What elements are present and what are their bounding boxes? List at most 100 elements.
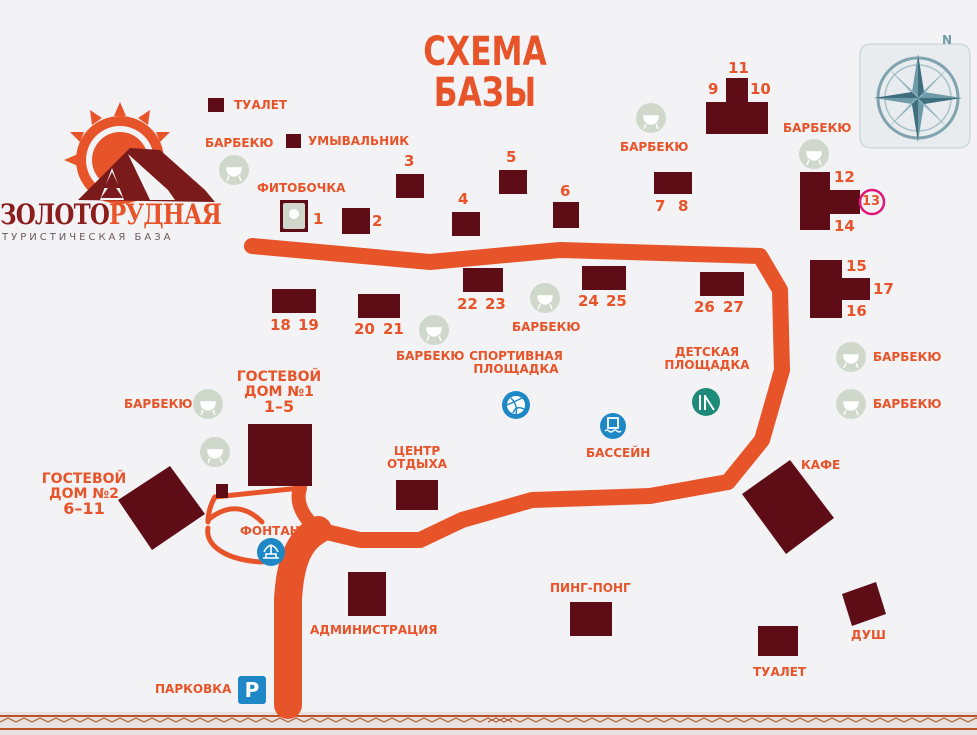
- fountain-icon: [257, 538, 285, 566]
- guest-house-2-line-2: ДОМ №2: [49, 485, 119, 502]
- bbq-label-6: БАРБЕКЮ: [873, 350, 942, 364]
- buildings: [118, 78, 886, 656]
- bbq-label-8: БАРБЕКЮ: [124, 397, 193, 411]
- bbq-icon: [219, 155, 249, 185]
- cabin-number: 24: [578, 292, 599, 310]
- guest-house-2-line-3: 6–11: [63, 499, 105, 519]
- highlight-ring: [858, 188, 886, 216]
- cabin-20-21: [358, 294, 400, 318]
- rest-center-line-1: ЦЕНТР: [393, 444, 441, 458]
- bbq-icon: [799, 139, 829, 169]
- cabin-number: 11: [728, 59, 749, 77]
- rest-center: [396, 480, 438, 510]
- cabin-number: 14: [834, 217, 855, 235]
- cabin-9-11: [706, 78, 768, 134]
- title-line-1: СХЕМА: [423, 29, 547, 75]
- guest-house-1-line-2: ДОМ №1: [244, 383, 314, 400]
- parking-sign-letter: P: [244, 678, 260, 702]
- cabin-number-highlighted: 13: [862, 194, 881, 209]
- fountain-label: ФОНТАН: [240, 524, 300, 538]
- cabin-number: 4: [458, 190, 469, 208]
- cabin-4: [452, 212, 480, 236]
- brand-part-1: ЗОЛОТО: [0, 198, 110, 231]
- bbq-icon: [836, 342, 866, 372]
- bbq-icon: [636, 103, 666, 133]
- cabin-number: 3: [404, 152, 415, 170]
- cabin-number: 5: [506, 148, 517, 166]
- bbq-icon: [193, 389, 223, 419]
- bbq-label-1: БАРБЕКЮ: [205, 136, 274, 150]
- cabin-number: 16: [846, 302, 867, 320]
- bottom-border: [0, 712, 977, 735]
- pool-label: БАССЕЙН: [586, 446, 651, 460]
- guest-house-1-label: ГОСТЕВОЙ ДОМ №1 1–5: [232, 370, 326, 416]
- bbq-label-2: БАРБЕКЮ: [620, 140, 689, 154]
- cabin-number: 17: [873, 280, 894, 298]
- cabin-number: 18: [270, 316, 291, 334]
- bbq-icon: [530, 283, 560, 313]
- bbq-icon: [836, 389, 866, 419]
- cabin-number: 22: [457, 295, 478, 313]
- washbasin-building: [286, 134, 301, 148]
- cabin-number: 10: [750, 80, 771, 98]
- bbq-label-7: БАРБЕКЮ: [873, 397, 942, 411]
- volleyball-icon: [502, 391, 530, 419]
- cabin-number: 27: [723, 298, 744, 316]
- administration-building: [348, 572, 386, 616]
- cabin-number: 2: [372, 212, 383, 230]
- cabin-3: [396, 174, 424, 198]
- cabin-number: 9: [708, 80, 719, 98]
- playground-slide-icon: [692, 388, 720, 416]
- toilet-top-building: [208, 98, 224, 112]
- brand-tagline: ТУРИСТИЧЕСКАЯ БАЗА: [2, 232, 174, 243]
- sport-ground-line-1: СПОРТИВНАЯ: [469, 349, 563, 363]
- toilet-bottom-building: [758, 626, 798, 656]
- bbq-label-3: БАРБЕКЮ: [783, 121, 852, 135]
- ping-pong-building: [570, 602, 612, 636]
- sport-ground-label: СПОРТИВНАЯ ПЛОЩАДКА: [466, 350, 566, 375]
- cabin-number: 6: [560, 182, 571, 200]
- rest-center-label: ЦЕНТР ОТДЫХА: [372, 445, 462, 470]
- logo-sun-mountain-icon: [64, 102, 215, 204]
- cabin-5: [499, 170, 527, 194]
- cabin-number: 23: [485, 295, 506, 313]
- cabin-2: [342, 208, 370, 234]
- cabin-number: 25: [606, 292, 627, 310]
- brand-part-2: РУДНАЯ: [109, 198, 222, 231]
- kids-ground-label: ДЕТСКАЯ ПЛОЩАДКА: [662, 346, 752, 371]
- sport-ground-line-2: ПЛОЩАДКА: [473, 361, 559, 376]
- small-shed: [216, 484, 228, 498]
- parking-label: ПАРКОВКА: [155, 682, 232, 696]
- cafe-label: КАФЕ: [801, 458, 841, 472]
- compass-rose-icon: [859, 43, 971, 149]
- washbasin-label: УМЫВАЛЬНИК: [308, 134, 410, 148]
- toilet-top-label: ТУАЛЕТ: [234, 98, 288, 112]
- toilet-bottom-label: ТУАЛЕТ: [753, 665, 807, 679]
- cabin-number: 12: [834, 168, 855, 186]
- cabin-24-25: [582, 266, 626, 290]
- brand-name: ЗОЛОТОРУДНАЯ: [0, 198, 222, 231]
- fitobochka-label: ФИТОБОЧКА: [257, 181, 346, 195]
- cabin-22-23: [463, 268, 503, 292]
- bbq-icon: [200, 437, 230, 467]
- cabin-number: 20: [354, 320, 375, 338]
- cabin-12-14: [800, 172, 860, 230]
- cabin-15-17: [810, 260, 870, 318]
- guest-house-2-line-1: ГОСТЕВОЙ: [41, 471, 127, 487]
- parking-sign-icon: [238, 676, 266, 704]
- guest-house-1-line-3: 1–5: [263, 397, 295, 417]
- cabin-number: 26: [694, 298, 715, 316]
- guest-house-1: [248, 424, 312, 486]
- shower-building: [842, 582, 886, 626]
- cabin-number: 8: [678, 197, 689, 215]
- cabin-number: 19: [298, 316, 319, 334]
- guest-house-2-label: ГОСТЕВОЙ ДОМ №2 6–11: [34, 472, 134, 518]
- bbq-label-5: БАРБЕКЮ: [396, 349, 465, 363]
- cabin-26-27: [700, 272, 744, 296]
- pool-icon: [600, 413, 626, 439]
- guest-house-1-line-1: ГОСТЕВОЙ: [236, 369, 322, 385]
- cabin-number: 7: [655, 197, 666, 215]
- fitobochka-icon: [283, 203, 305, 229]
- bbq-label-4: БАРБЕКЮ: [512, 320, 581, 334]
